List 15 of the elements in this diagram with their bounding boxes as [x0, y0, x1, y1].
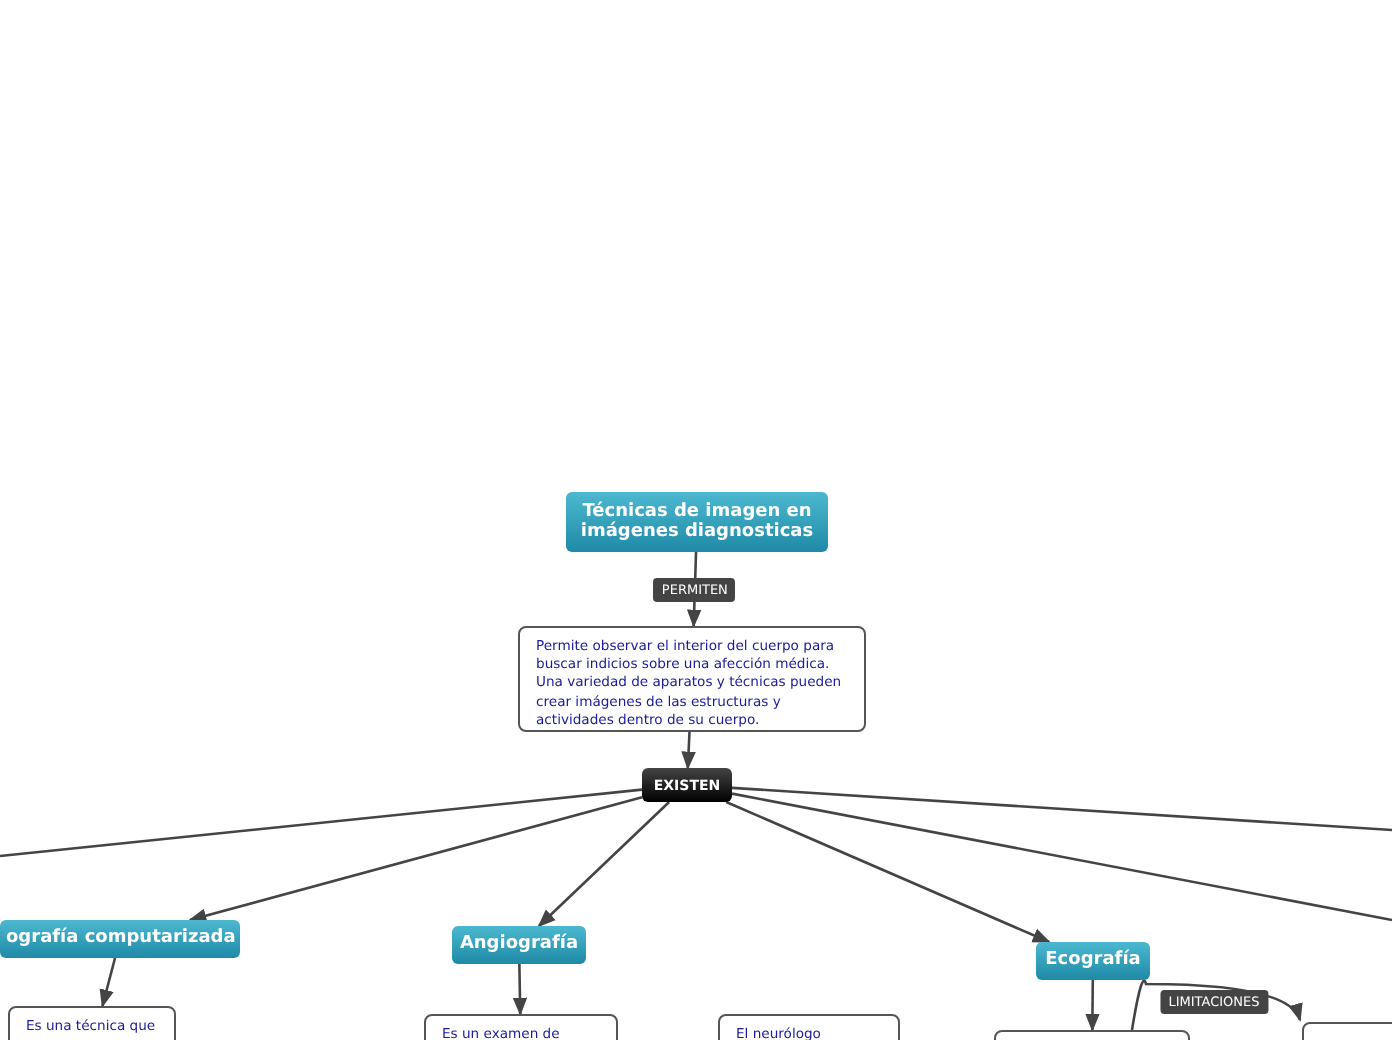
topic-box: ografía computarizada: [0, 920, 240, 958]
topic-box: Ecografía: [1036, 942, 1150, 980]
arrow: [188, 795, 643, 923]
connector-line: [0, 788, 643, 858]
arrow: [1085, 980, 1100, 1032]
arrow: [1130, 980, 1302, 1031]
arrow: [512, 963, 528, 1016]
arrow: [537, 801, 671, 928]
connector-line: [731, 792, 1392, 922]
topic-box: Angiografía: [452, 926, 586, 964]
connector-line: [731, 786, 1392, 832]
arrow: [681, 731, 696, 770]
topic-box: Técnicas de imagen en imágenes diagnosticas: [566, 492, 828, 552]
arrow: [99, 957, 117, 1008]
arrow: [725, 800, 1051, 944]
